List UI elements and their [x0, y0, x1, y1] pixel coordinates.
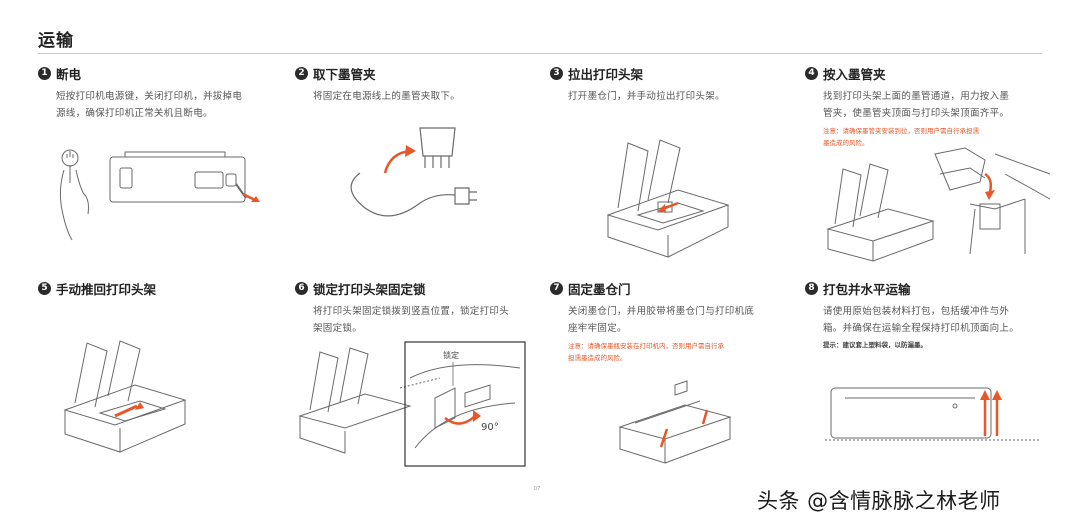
step-number: 2	[295, 66, 308, 80]
step-title: 固定墨仓门	[568, 281, 631, 297]
remove-clip-illustration	[350, 127, 477, 217]
step-description: 将打印头架固定锁拨到竖直位置，锁定打印头 架固定锁。	[313, 306, 510, 334]
step-7: 7 固定墨仓门 关闭墨仓门，并用胶带将墨仓门与打印机底 座牢牢固定。 注意：请确保…	[550, 279, 790, 364]
step-2: 2 取下墨管夹 将固定在电源线上的墨管夹取下。	[295, 64, 535, 105]
step-number: 6	[295, 281, 308, 295]
lock-callout-label: 锁定	[443, 350, 459, 360]
title-divider	[38, 53, 1042, 54]
step-title: 锁定打印头架固定锁	[313, 281, 426, 297]
step-number: 1	[38, 66, 51, 80]
step-title: 打包并水平运输	[823, 281, 911, 297]
step-number: 5	[38, 281, 51, 295]
step-number: 8	[805, 281, 818, 295]
step-description: 打开墨仓门，并手动拉出打印头架。	[568, 91, 725, 102]
warning-note: 注意：请确保墨瓶安装在打印机内，否则用户需自行承 担濡墨造成的风险。	[568, 342, 724, 362]
step-number: 7	[550, 281, 563, 295]
step-title: 拉出打印头架	[568, 66, 644, 82]
step-5: 5 手动推回打印头架	[38, 279, 278, 297]
step-number: 3	[550, 66, 563, 80]
step-title: 取下墨管夹	[313, 66, 376, 82]
angle-label: 90°	[481, 422, 499, 433]
step-description: 关闭墨仓门，并用胶带将墨仓门与打印机底 座牢牢固定。	[568, 306, 755, 334]
step-title: 手动推回打印头架	[56, 281, 157, 297]
press-clip-illustration	[826, 147, 1051, 262]
step-8: 8 打包并水平运输 请使用原始包装材料打包，包括缓冲件与外 箱。并确保在运输全程保…	[805, 279, 1045, 351]
step-number: 4	[805, 66, 818, 80]
push-printhead-illustration	[63, 340, 187, 453]
step-description: 请使用原始包装材料打包，包括缓冲件与外 箱。并确保在运输全程保持打印机顶面向上。	[823, 306, 1020, 334]
step-3: 3 拉出打印头架 打开墨仓门，并手动拉出打印头架。	[550, 64, 790, 105]
tape-door-illustration	[618, 380, 732, 464]
step-description: 将固定在电源线上的墨管夹取下。	[313, 91, 461, 102]
page-number: 07	[534, 486, 541, 492]
step-title: 按入墨管夹	[823, 66, 886, 82]
step-description: 短按打印机电源键，关闭打印机，并拔掉电 源线，确保打印机正常关机且断电。	[56, 91, 243, 119]
pull-printhead-illustration	[606, 139, 730, 258]
tip-note: 提示：建议套上塑料袋，以防漏墨。	[823, 341, 927, 349]
step-4: 4 按入墨管夹 找到打印头架上面的墨管通道，用力按入墨 管夹，使墨管夹顶面与打印头…	[805, 64, 1045, 149]
watermark: 头条 @含情脉脉之林老师	[757, 489, 1001, 513]
page-title: 运输	[38, 31, 74, 51]
step-title: 断电	[56, 66, 82, 82]
warning-note: 注意：请确保墨管夹安装到位，否则用户需自行承担濡 墨造成的风险。	[823, 127, 979, 147]
step-1: 1 断电 短按打印机电源键，关闭打印机，并拔掉电 源线，确保打印机正常关机且断电。	[38, 64, 278, 122]
pack-transport-illustration	[825, 387, 1040, 441]
lock-printhead-illustration: 锁定 90°	[298, 341, 526, 467]
step-6: 6 锁定打印头架固定锁 将打印头架固定锁拨到竖直位置，锁定打印头 架固定锁。	[295, 279, 535, 337]
step-description: 找到打印头架上面的墨管通道，用力按入墨 管夹，使墨管夹顶面与打印头架顶面齐平。	[823, 91, 1010, 119]
power-off-illustration	[59, 149, 260, 241]
